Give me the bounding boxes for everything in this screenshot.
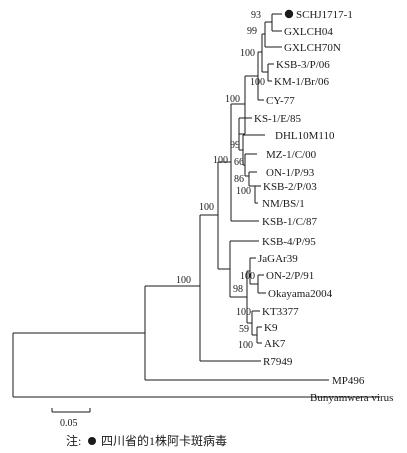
support-value: 66 [234, 157, 244, 168]
taxon-label-gxlch04: GXLCH04 [284, 26, 333, 38]
support-value: 93 [251, 10, 261, 21]
support-value: 100 [238, 340, 253, 351]
taxon-label-ksb1: KSB-1/C/87 [262, 216, 318, 228]
taxon-label-r7949: R7949 [263, 356, 293, 368]
footnote-text: 四川省的1株阿卡斑病毒 [101, 433, 227, 448]
support-value: 100 [213, 155, 228, 166]
support-value: 100 [250, 77, 265, 88]
support-value: 98 [233, 284, 243, 295]
support-value: 100 [176, 275, 191, 286]
taxon-label-gxlch70n: GXLCH70N [284, 42, 341, 54]
footnote-prefix: 注: [66, 433, 81, 448]
taxon-label-nm: NM/BS/1 [262, 198, 305, 210]
scale-bar: 0.05 [51, 408, 91, 429]
support-value: 100 [199, 202, 214, 213]
support-value: 99 [230, 140, 240, 151]
support-value: 100 [236, 307, 251, 318]
taxon-label-km1: KM-1/Br/06 [274, 76, 330, 88]
taxon-label-ksb2: KSB-2/P/03 [263, 181, 317, 193]
taxon-label-ksb4: KSB-4/P/95 [262, 236, 316, 248]
taxon-label-k9: K9 [264, 322, 278, 334]
taxon-label-ksb3: KSB-3/P/06 [276, 59, 330, 71]
support-value: 100 [240, 271, 255, 282]
taxon-label-ak7: AK7 [264, 338, 286, 350]
taxon-label-on1: ON-1/P/93 [266, 167, 315, 179]
support-value: 59 [239, 324, 249, 335]
tree-branches [12, 13, 380, 398]
taxon-label-dhl: DHL10M110 [275, 130, 335, 142]
support-value: 100 [236, 186, 251, 197]
footnote: 注: 四川省的1株阿卡斑病毒 [66, 433, 227, 448]
taxon-label-mp496: MP496 [332, 375, 365, 387]
support-values: 93 99 100 100 99 66 86 100 100 100 100 9… [176, 10, 265, 351]
support-value: 86 [234, 174, 244, 185]
taxon-label-kt3377: KT3377 [262, 306, 299, 318]
highlight-marker-legend-icon [88, 437, 96, 445]
highlight-marker-icon [284, 9, 294, 19]
taxon-label-schj1717: SCHJ1717-1 [296, 9, 353, 21]
support-value: 99 [247, 26, 257, 37]
taxon-label-mz1: MZ-1/C/00 [266, 149, 317, 161]
taxon-label-jagar: JaGAr39 [258, 253, 298, 265]
support-value: 100 [225, 94, 240, 105]
taxon-label-ks1: KS-1/E/85 [254, 113, 302, 125]
taxon-labels: SCHJ1717-1 GXLCH04 GXLCH70N KSB-3/P/06 K… [254, 9, 393, 404]
scale-bar-label: 0.05 [60, 418, 78, 429]
taxon-label-cy77: CY-77 [266, 95, 295, 107]
taxon-label-okayama: Okayama2004 [268, 288, 333, 300]
taxon-label-bunyamwera: Bunyamwera virus [310, 392, 393, 404]
taxon-label-on2: ON-2/P/91 [266, 270, 314, 282]
support-value: 100 [240, 48, 255, 59]
